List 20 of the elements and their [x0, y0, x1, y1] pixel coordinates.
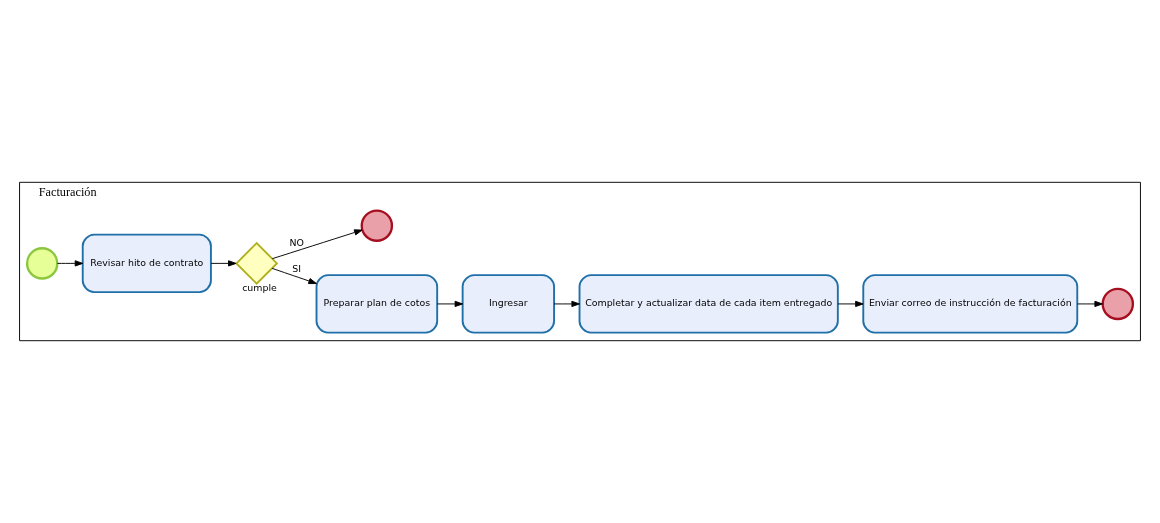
- node-box: Enviar correo de instrucción de facturación: [862, 274, 1079, 334]
- arrow: [56, 260, 84, 267]
- arrow: [1077, 300, 1103, 308]
- node-box: Ingresar: [461, 274, 556, 334]
- edge-label: NO: [289, 237, 304, 249]
- arrow: [837, 300, 864, 308]
- node-circle: [360, 209, 394, 242]
- arrow: [271, 267, 317, 285]
- node-circle: [25, 247, 59, 280]
- node-box: Preparar plan de cotos: [315, 274, 439, 334]
- arrow: [553, 300, 580, 308]
- node-circle: [1101, 287, 1135, 321]
- arrow: [271, 229, 363, 260]
- edge-label: SI: [292, 262, 302, 274]
- node-box: Completar y actualizar data de cada item entregado: [578, 274, 839, 334]
- node-diamond: [235, 241, 279, 285]
- arrow: [210, 260, 237, 267]
- arrow: [436, 300, 464, 308]
- node-box: Revisar hito de contrato: [81, 233, 212, 294]
- node-label: cumple: [242, 282, 277, 294]
